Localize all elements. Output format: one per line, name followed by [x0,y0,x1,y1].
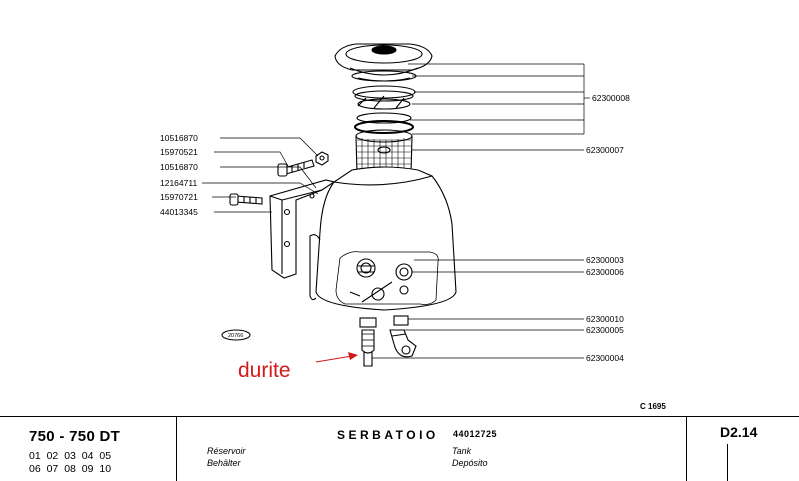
durite-annotation: durite [238,359,291,382]
lower-fittings [359,315,417,367]
drawing-tag: 20766 [228,333,243,339]
title-italian: SERBATOIO [337,428,439,442]
part-number-left: 15970521 [160,147,198,157]
variant-numbers-row-1: 01 02 03 04 05 [29,450,112,462]
part-number-left: 12164711 [160,178,197,188]
sheet-number: D2.14 [720,424,758,440]
part-number-left: 44013345 [160,207,198,217]
title-spanish: Depósito [452,458,488,468]
cap-seal-rings [351,70,417,134]
catalog-ref: C 1695 [640,402,666,410]
mounting-bracket [269,179,336,279]
part-number-right: 62300010 [586,314,624,324]
title-block-sheet-cell: D2.14 [687,417,799,481]
variant-numbers-row-2: 06 07 08 09 10 [29,463,112,475]
title-block: 750 - 750 DT 01 02 03 04 05 06 07 08 09 … [0,416,799,481]
part-number-right: 62300003 [586,255,624,265]
drawing-tag-oval [221,329,251,341]
part-number-right: 62300008 [592,93,630,103]
part-number-right: 62300004 [586,353,624,363]
exploded-parts-diagram: 10516870 15970521 10516870 12164711 1597… [160,43,666,410]
annotation-arrow [315,352,358,363]
part-number-right: 62300007 [586,145,624,155]
title-block-title-cell: SERBATOIO 44012725 Réservoir Behälter Ta… [177,417,687,481]
title-english: Tank [452,446,472,456]
part-number-left: 10516870 [160,133,198,143]
part-number-right: 62300005 [586,325,624,335]
part-number-left: 10516870 [160,162,198,172]
model-name: 750 - 750 DT [29,428,121,445]
leader-lines [202,63,590,359]
tank-body [309,166,457,311]
part-number-right: 62300006 [586,267,624,277]
title-french: Réservoir [207,446,246,456]
part-number-left: 15970721 [160,192,198,202]
title-german: Behälter [207,458,241,468]
filler-cap [334,43,433,76]
sheet-divider [727,444,728,481]
title-block-model-cell: 750 - 750 DT 01 02 03 04 05 06 07 08 09 … [0,417,177,481]
title-part-code: 44012725 [453,429,498,439]
